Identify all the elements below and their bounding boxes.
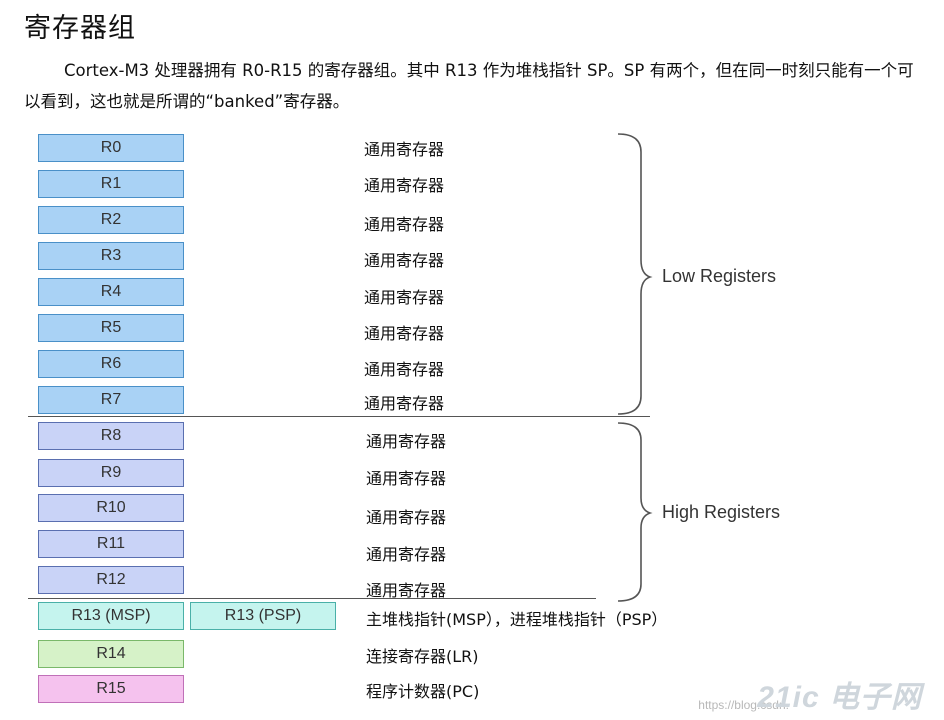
register-description: 通用寄存器	[364, 251, 445, 270]
register-r4: R4	[38, 278, 184, 306]
register-r1: R1	[38, 170, 184, 198]
register-description: 通用寄存器	[366, 508, 447, 527]
register-description: 通用寄存器	[364, 215, 445, 234]
register-r12: R12	[38, 566, 184, 594]
sp-description: 主堆栈指针(MSP），进程堆栈指针（PSP）	[366, 610, 668, 629]
register-r3: R3	[38, 242, 184, 270]
pc-description: 程序计数器(PC)	[366, 682, 480, 701]
register-description: 通用寄存器	[366, 581, 447, 600]
divider-low-high	[28, 416, 650, 417]
high-registers-label: High Registers	[662, 502, 781, 522]
watermark-url: https://blog.csdn.	[698, 698, 789, 712]
register-description: 通用寄存器	[366, 545, 447, 564]
page-title: 寄存器组	[24, 13, 136, 44]
register-description: 通用寄存器	[366, 432, 447, 451]
register-description: 通用寄存器	[364, 324, 445, 343]
divider-high-special	[28, 598, 596, 599]
register-r14: R14	[38, 640, 184, 668]
register-r13-msp: R13 (MSP)	[38, 602, 184, 630]
register-r10: R10	[38, 494, 184, 522]
register-r9: R9	[38, 459, 184, 487]
register-description: 通用寄存器	[364, 140, 445, 159]
register-description: 通用寄存器	[364, 360, 445, 379]
register-description: 通用寄存器	[364, 394, 445, 413]
lr-description: 连接寄存器(LR)	[366, 647, 479, 666]
register-r8: R8	[38, 422, 184, 450]
register-description: 通用寄存器	[364, 288, 445, 307]
intro-paragraph: Cortex-M3 处理器拥有 R0-R15 的寄存器组。其中 R13 作为堆栈…	[24, 61, 914, 111]
register-r5: R5	[38, 314, 184, 342]
register-r0: R0	[38, 134, 184, 162]
site-logo: 21ic 电子网	[757, 681, 922, 714]
register-r15: R15	[38, 675, 184, 703]
low-registers-label: Low Registers	[662, 266, 777, 286]
register-r6: R6	[38, 350, 184, 378]
register-description: 通用寄存器	[364, 176, 445, 195]
register-r13-psp: R13 (PSP)	[190, 602, 336, 630]
register-r2: R2	[38, 206, 184, 234]
register-description: 通用寄存器	[366, 469, 447, 488]
register-r11: R11	[38, 530, 184, 558]
register-r7: R7	[38, 386, 184, 414]
